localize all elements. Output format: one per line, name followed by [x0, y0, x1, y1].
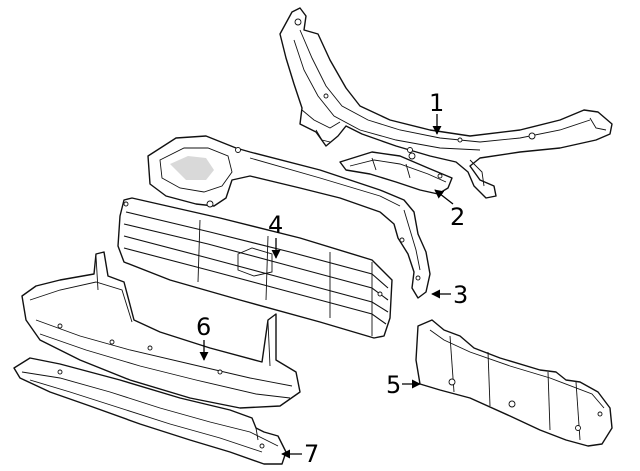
callout-3: 3 — [431, 281, 468, 309]
lower-deflector-part — [21, 251, 301, 409]
callout-number-3: 3 — [453, 281, 468, 309]
bottom-strip-part — [13, 357, 287, 465]
upper-support-bar-part — [279, 7, 613, 199]
callout-7: 7 — [281, 440, 319, 468]
callout-number-7: 7 — [304, 440, 319, 468]
callout-number-1: 1 — [429, 89, 444, 117]
callout-6: 6 — [196, 313, 211, 361]
center-bracket-part — [339, 151, 453, 195]
callout-number-6: 6 — [196, 313, 211, 341]
callout-number-5: 5 — [386, 371, 401, 399]
callout-2: 2 — [434, 189, 465, 231]
splash-shield-part — [415, 319, 613, 447]
grille-shutter-part — [117, 197, 393, 339]
callout-number-4: 4 — [268, 211, 283, 239]
callout-1: 1 — [429, 89, 444, 135]
callout-5: 5 — [386, 371, 421, 399]
callout-4: 4 — [268, 211, 283, 259]
callout-number-2: 2 — [450, 203, 465, 231]
side-bracket-part — [147, 135, 431, 299]
